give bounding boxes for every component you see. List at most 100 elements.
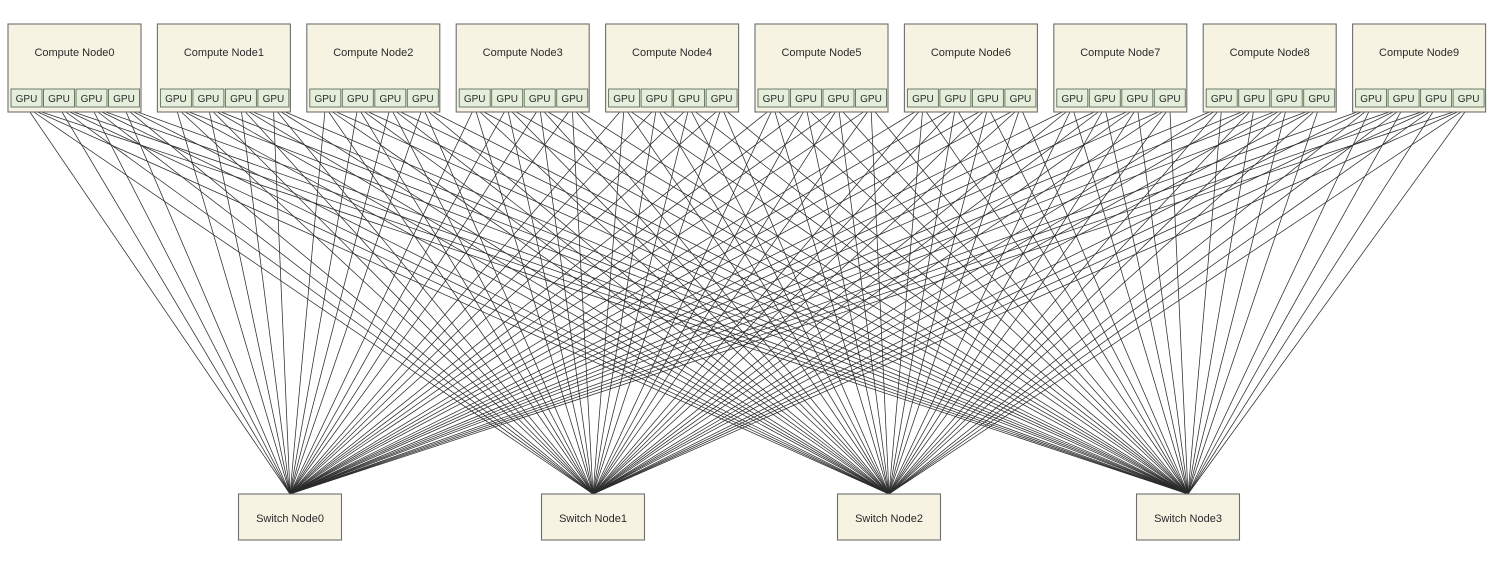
switch-node-3: Switch Node3	[1135, 493, 1241, 541]
gpu-switch-link	[289, 106, 1222, 495]
gpu-switch-link	[289, 106, 1138, 495]
compute-node-label: Compute Node5	[781, 47, 861, 59]
gpu-switch-link	[888, 106, 1320, 495]
gpu-switch-link	[592, 106, 774, 495]
gpu-switch-link	[888, 106, 1222, 495]
gpu-switch-link	[592, 106, 1073, 495]
gpu-label: GPU	[763, 94, 785, 105]
gpu-cell	[341, 88, 374, 108]
switch-node-box	[237, 493, 343, 541]
gpu-switch-link	[888, 106, 1021, 495]
gpu-switch-link	[592, 106, 1320, 495]
gpu-label: GPU	[1393, 94, 1415, 105]
gpu-switch-link	[58, 106, 594, 495]
gpu-cell	[75, 88, 108, 108]
gpu-switch-link	[289, 106, 1469, 495]
gpu-switch-link	[571, 106, 594, 495]
gpu-cell	[705, 88, 738, 108]
gpu-label: GPU	[16, 94, 38, 105]
gpu-switch-link	[26, 106, 890, 495]
gpu-cell	[1303, 88, 1336, 108]
gpu-switch-link	[888, 106, 1171, 495]
gpu-switch-link	[592, 106, 1372, 495]
switch-node-2: Switch Node2	[836, 493, 942, 541]
gpu-switch-link	[592, 106, 839, 495]
gpu-cell	[1056, 88, 1089, 108]
gpu-switch-link	[289, 106, 807, 495]
gpu-switch-link	[592, 106, 872, 495]
gpu-switch-link	[289, 106, 924, 495]
gpu-switch-link	[1187, 106, 1288, 495]
gpu-switch-link	[289, 106, 424, 495]
gpu-cell	[1121, 88, 1154, 108]
gpu-cell	[108, 88, 140, 108]
gpu-switch-link	[273, 106, 890, 495]
gpu-label: GPU	[1211, 94, 1233, 105]
compute-node-label: Compute Node0	[34, 47, 114, 59]
gpu-label: GPU	[496, 94, 518, 105]
gpu-switch-link	[592, 106, 1404, 495]
gpu-label: GPU	[81, 94, 103, 105]
gpu-label: GPU	[1458, 94, 1480, 105]
gpu-switch-link	[592, 106, 807, 495]
switch-node-label: Switch Node0	[256, 513, 324, 525]
gpu-switch-link	[240, 106, 291, 495]
gpu-label: GPU	[347, 94, 369, 105]
switch-node-box	[836, 493, 942, 541]
gpu-switch-link	[289, 106, 508, 495]
gpu-switch-link	[888, 106, 924, 495]
gpu-switch-link	[289, 106, 541, 495]
gpu-switch-link	[58, 106, 890, 495]
gpu-label: GPU	[795, 94, 817, 105]
gpu-label: GPU	[314, 94, 336, 105]
gpu-switch-link	[888, 106, 1469, 495]
gpu-switch-link	[208, 106, 594, 495]
gpu-label: GPU	[1159, 94, 1181, 105]
gpu-switch-link	[1187, 106, 1320, 495]
gpu-switch-link	[1187, 106, 1469, 495]
gpu-cell	[1387, 88, 1420, 108]
gpu-switch-link	[91, 106, 594, 495]
compute-node-label: Compute Node9	[1379, 47, 1459, 59]
gpu-switch-link	[1187, 106, 1223, 495]
gpu-switch-link	[592, 106, 1138, 495]
gpu-switch-link	[888, 106, 1372, 495]
gpu-label: GPU	[977, 94, 999, 105]
gpu-cell	[1088, 88, 1121, 108]
gpu-switch-link	[592, 106, 1222, 495]
gpu-label: GPU	[1276, 94, 1298, 105]
compute-node-label: Compute Node7	[1080, 47, 1160, 59]
gpu-switch-link	[289, 106, 989, 495]
gpu-switch-link	[888, 106, 1106, 495]
gpu-switch-link	[389, 106, 594, 495]
gpu-cell	[406, 88, 439, 108]
gpu-switch-link	[1187, 106, 1404, 495]
gpu-switch-link	[357, 106, 594, 495]
gpu-switch-link	[324, 106, 594, 495]
gpu-switch-link	[289, 106, 872, 495]
gpu-cell	[608, 88, 641, 108]
gpu-switch-link	[1187, 106, 1372, 495]
gpu-switch-link	[289, 106, 722, 495]
gpu-label: GPU	[464, 94, 486, 105]
gpu-switch-link	[289, 106, 1105, 495]
gpu-cell	[556, 88, 589, 108]
gpu-cell	[790, 88, 822, 108]
gpu-cell	[673, 88, 706, 108]
gpu-cell	[1420, 88, 1453, 108]
gpu-cell	[257, 88, 290, 108]
gpu-cell	[491, 88, 524, 108]
gpu-switch-link	[289, 106, 1021, 495]
gpu-label: GPU	[1360, 94, 1382, 105]
gpu-label: GPU	[263, 94, 285, 105]
gpu-switch-link	[888, 106, 1255, 495]
gpu-label: GPU	[646, 94, 668, 105]
gpu-switch-link	[506, 106, 594, 495]
